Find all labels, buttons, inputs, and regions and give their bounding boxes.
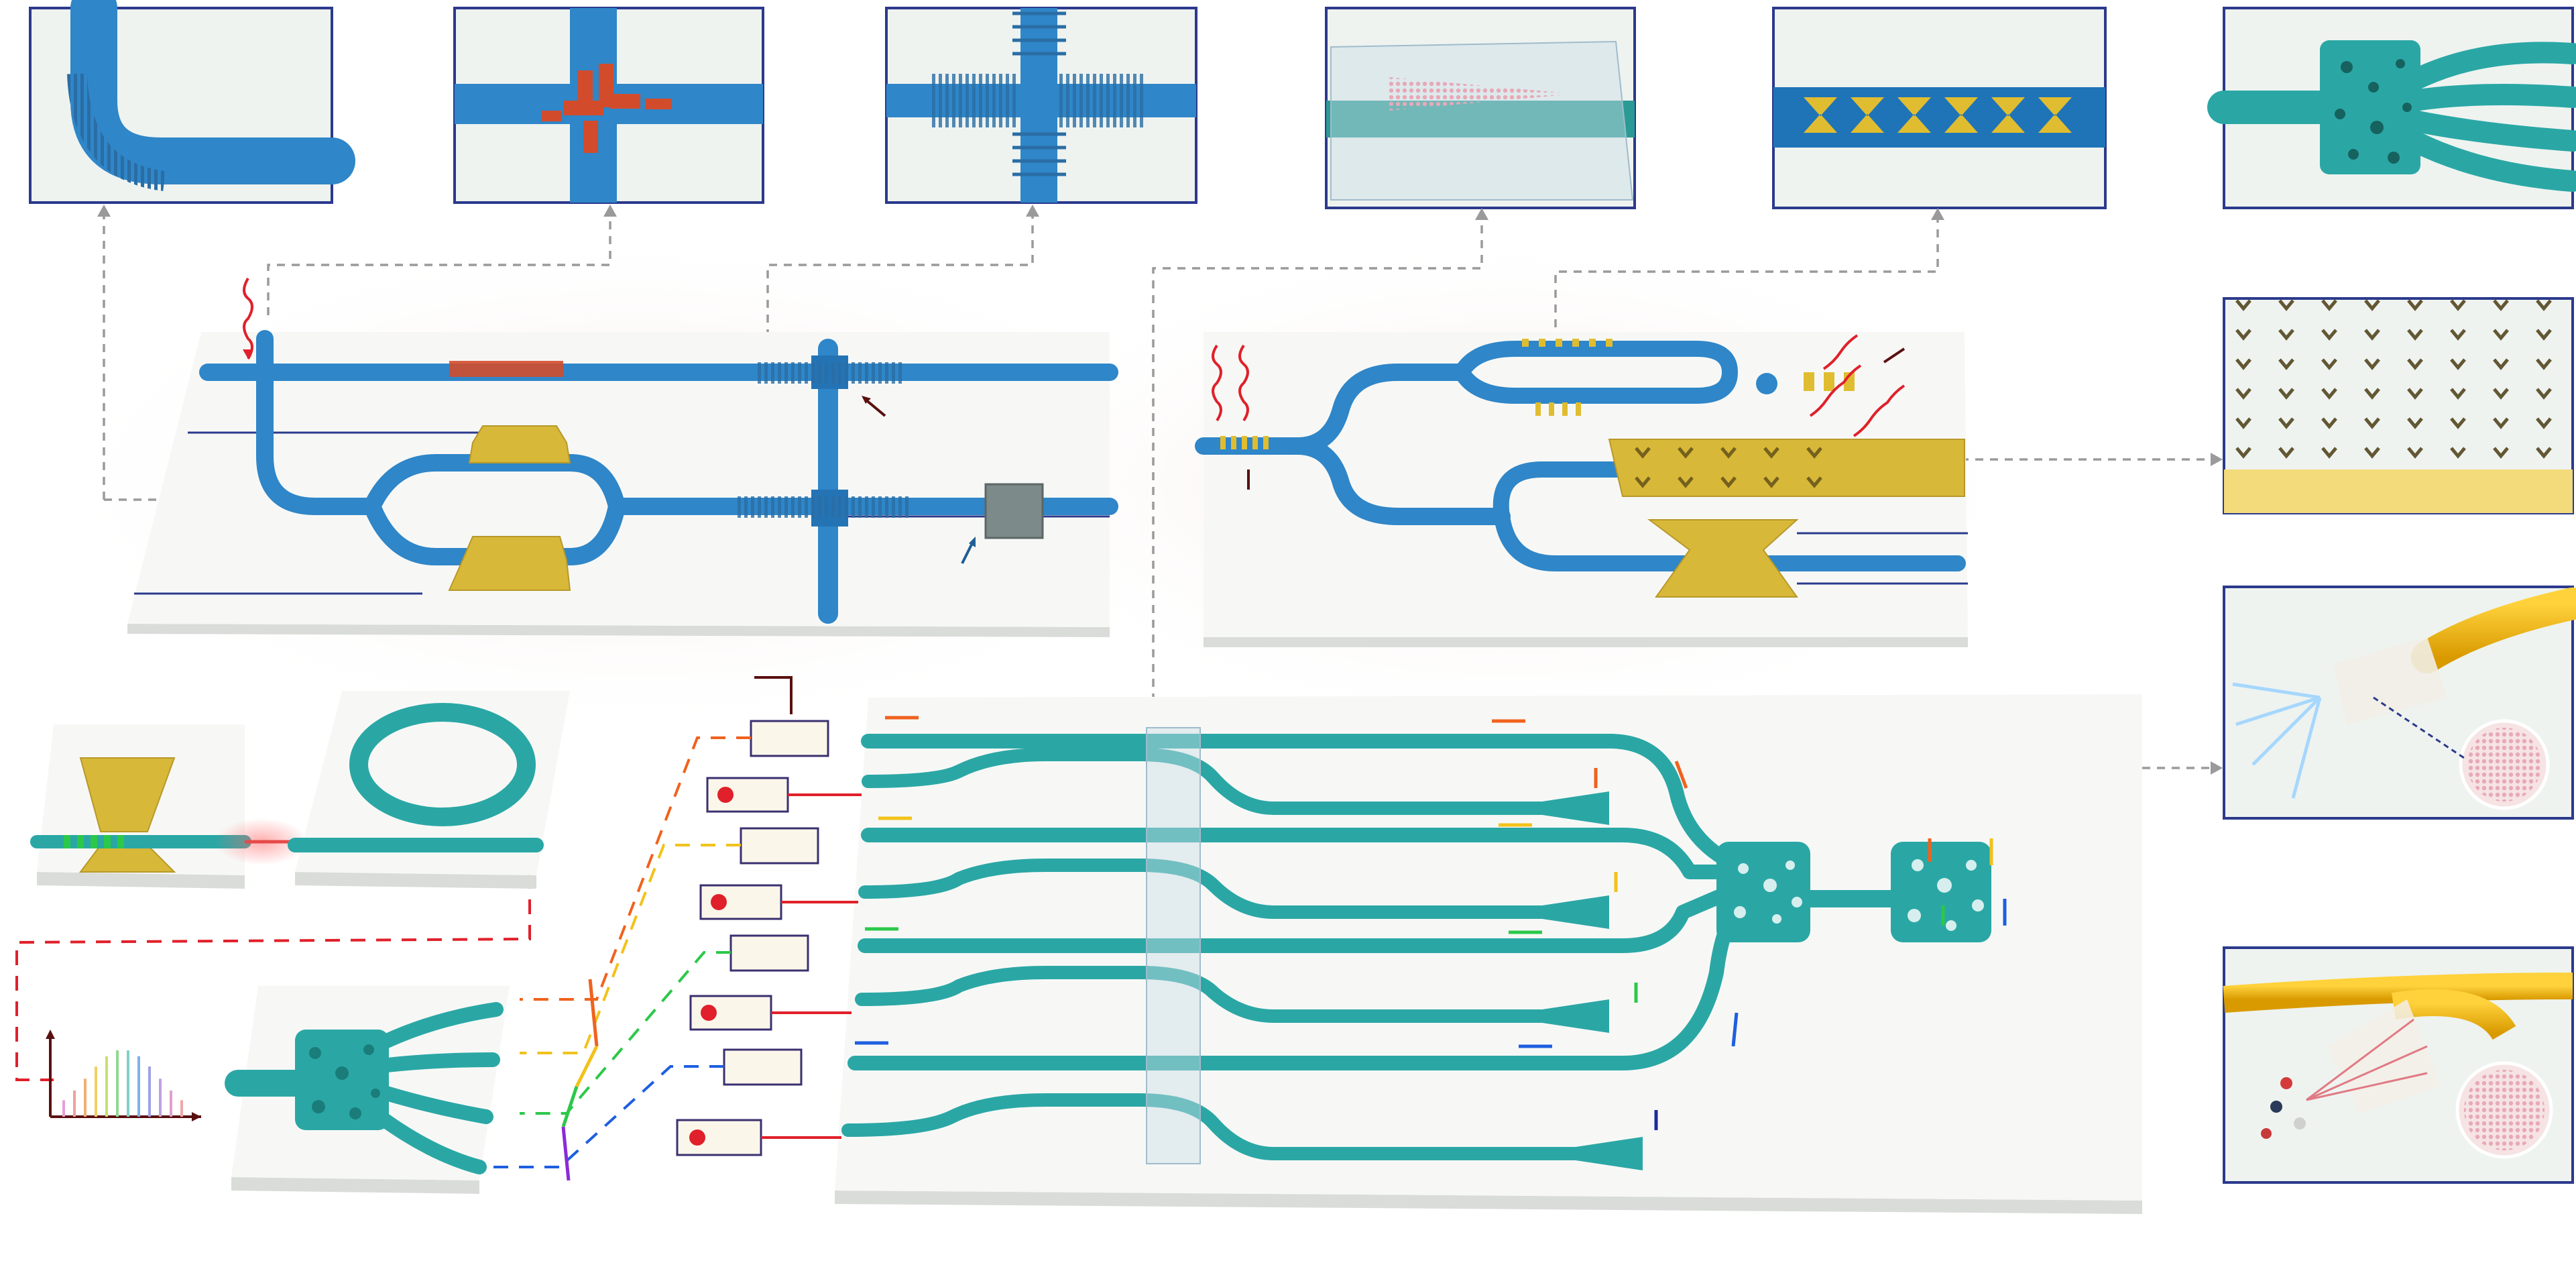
fiber-trapping-inset [2223, 946, 2574, 1184]
inverse-design-splitter-inset [2207, 7, 2576, 209]
waveguide-crossing-inset [885, 7, 1197, 204]
wavelength-links [15, 736, 751, 1168]
grating-couplers [1542, 791, 1643, 1170]
gold-plasmonic-chip [1195, 332, 1968, 647]
bowtie-antenna-inset [1772, 7, 2107, 209]
microring-block [288, 691, 570, 889]
blue-photonic-chip [127, 277, 1118, 637]
prism-fan [561, 979, 599, 1181]
glass-modulator-windows [1146, 727, 1201, 1164]
fiber-emission-inset [2223, 586, 2576, 820]
demux-block [225, 986, 510, 1194]
signal-boxes [676, 720, 829, 1156]
modulator-block [30, 724, 251, 889]
inverse-design-demux [1716, 842, 1991, 942]
laser-source-icon [689, 787, 734, 1146]
frequency-comb-spectrum [46, 1030, 201, 1121]
laser-output-lines [761, 793, 862, 1139]
channel-arrows [855, 716, 2007, 1130]
teal-multiplexing-chip [835, 694, 2142, 1214]
gold-metasurface-inset [2223, 297, 2574, 514]
control-arrow [754, 676, 793, 714]
waveguide-bend-inset [29, 0, 355, 204]
glass-covered-grating-inset [1325, 7, 1636, 209]
crossing-red-elements-inset [453, 7, 764, 204]
